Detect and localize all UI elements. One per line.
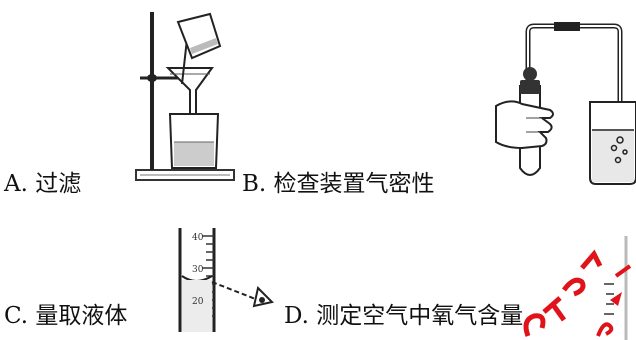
oxygen-apparatus-figure [596,236,636,340]
graduated-cylinder-icon: 40 30 20 [178,228,274,332]
option-d: D. 测定空气中氧气含量 [284,302,523,330]
airtightness-apparatus-icon [495,22,636,185]
option-d-letter: D. [284,303,309,329]
watermark-icon [523,249,603,337]
option-c: C. 量取液体 [4,302,127,330]
option-a-text: 过滤 [35,171,82,197]
option-d-text: 测定空气中氧气含量 [316,303,524,329]
filtration-apparatus-figure [130,10,240,185]
option-c-text: 量取液体 [35,303,128,329]
graduated-cylinder-figure: 40 30 20 [166,226,276,334]
option-b-text: 检查装置气密性 [273,171,435,197]
watermark-graphic [520,228,610,340]
option-a-letter: A. [4,171,28,197]
option-a: A. 过滤 [4,170,81,198]
filtration-apparatus-icon [135,12,235,181]
airtightness-apparatus-figure [492,18,636,188]
cylinder-mark-40: 40 [192,233,204,243]
cylinder-mark-30: 30 [192,265,204,275]
cylinder-mark-20: 20 [192,297,204,307]
option-c-letter: C. [4,303,29,329]
oxygen-apparatus-icon [596,236,632,340]
option-b: B. 检查装置气密性 [242,170,435,198]
option-b-letter: B. [242,171,267,197]
